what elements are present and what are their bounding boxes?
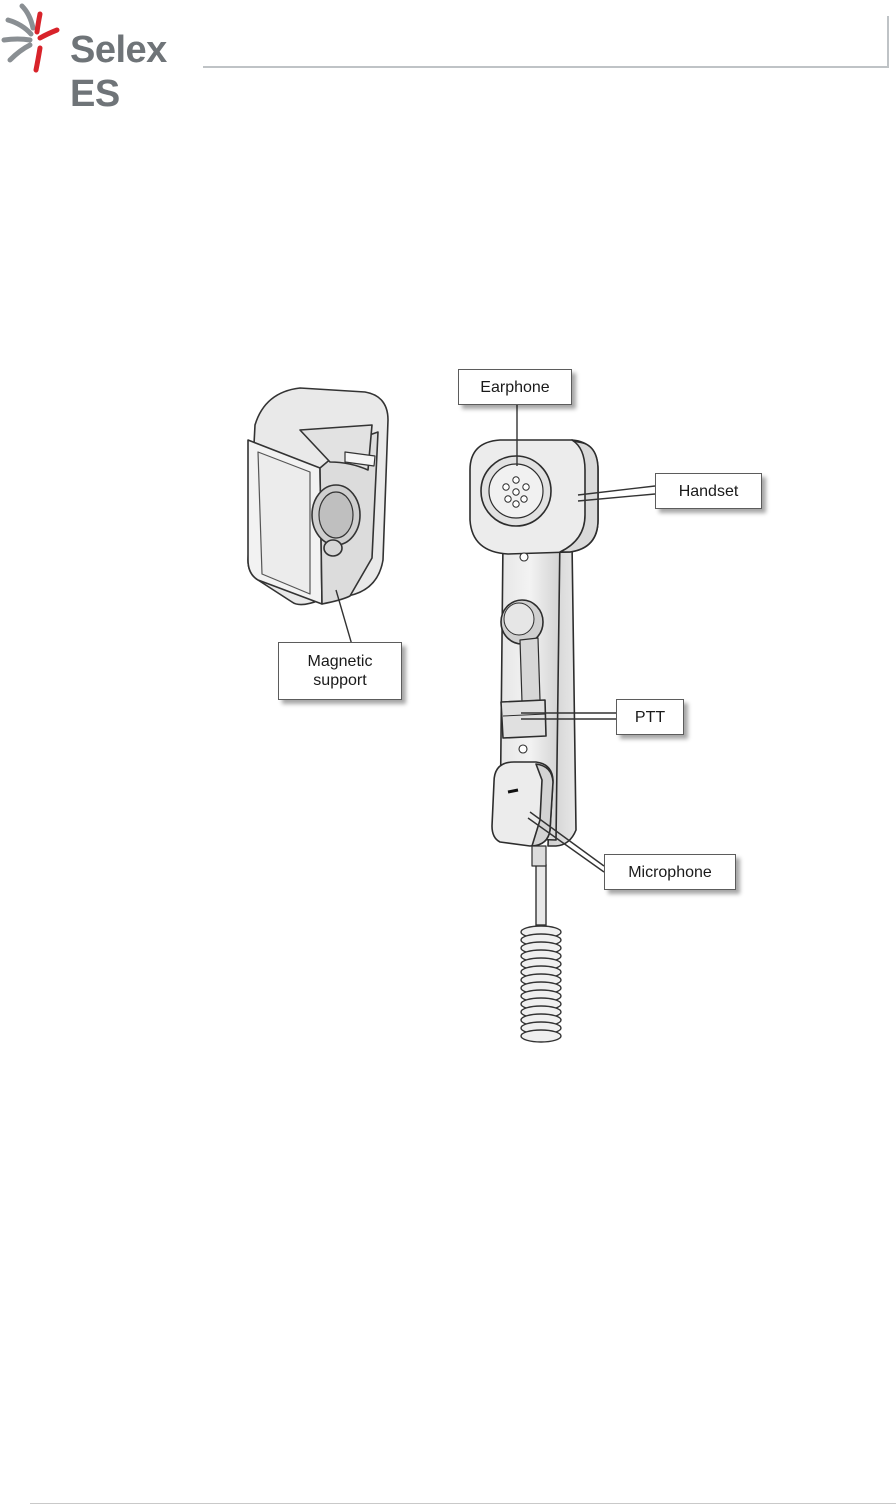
magnetic-support-drawing — [248, 388, 388, 645]
coiled-cord-drawing — [521, 865, 561, 1042]
handset-label: Handset — [655, 473, 762, 509]
footer-rule — [30, 1503, 896, 1504]
ptt-label: PTT — [616, 699, 684, 735]
microphone-label: Microphone — [604, 854, 736, 890]
handset-drawing — [470, 440, 598, 866]
magnetic-support-label: Magnetic support — [278, 642, 402, 700]
earphone-label: Earphone — [458, 369, 572, 405]
